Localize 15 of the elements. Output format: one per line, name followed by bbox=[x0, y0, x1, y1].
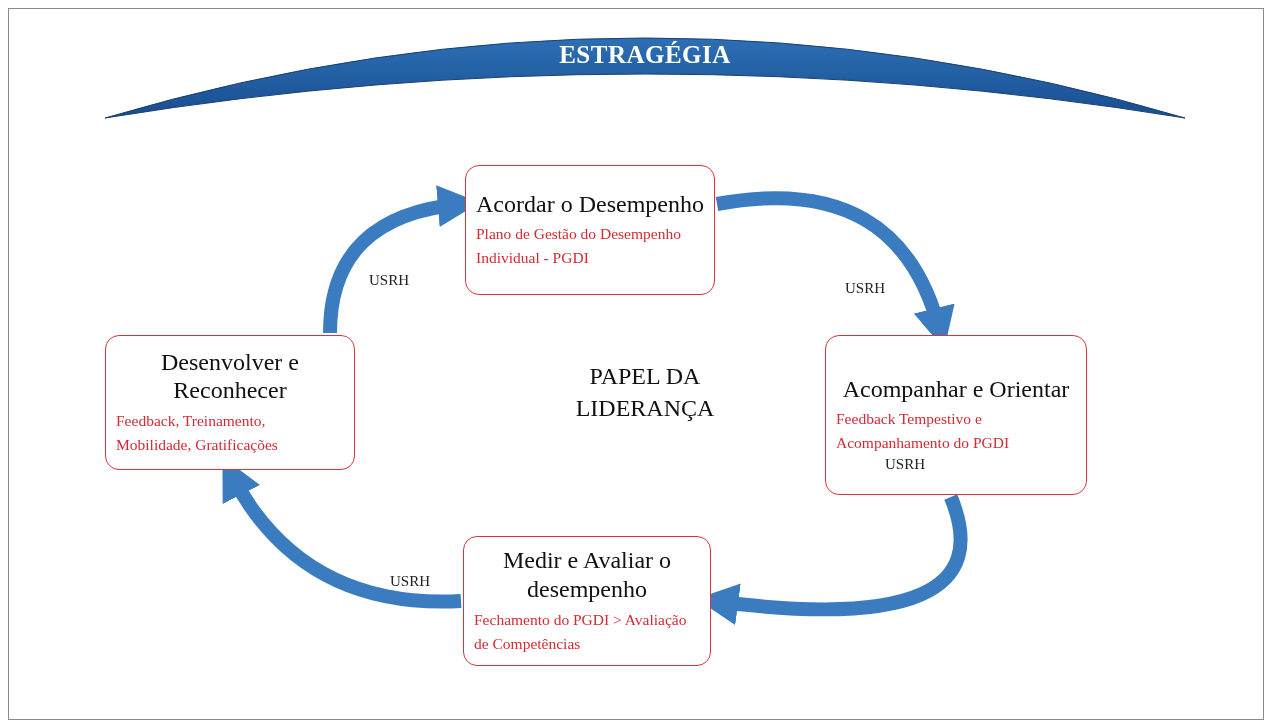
box-heading: Acordar o Desempenho bbox=[476, 189, 704, 219]
process-box bbox=[463, 536, 711, 666]
arc-banner bbox=[105, 36, 1185, 120]
box-description: Feedback Tempestivo e Acompanhamento do PGDI bbox=[836, 409, 1011, 454]
box-description: Plano de Gestão do Desempenho Individual - PGDI bbox=[476, 224, 682, 269]
box-description: Fechamento do PGDI > Avaliação de Competências bbox=[474, 609, 688, 654]
process-box bbox=[465, 165, 715, 295]
box-heading: Medir e Avaliar o desempenho bbox=[501, 546, 673, 604]
process-box bbox=[105, 335, 355, 470]
banner-title: ESTRAGÉGIA bbox=[559, 41, 731, 69]
center-label: PAPEL DA LIDERANÇA bbox=[574, 362, 716, 424]
box-description: Feedback, Treinamento, Mobilidade, Gratificações bbox=[116, 411, 279, 456]
box-heading: Desenvolver e Reconhecer bbox=[160, 347, 300, 406]
box-heading: Acompanhar e Orientar bbox=[842, 374, 1070, 404]
process-box bbox=[825, 335, 1087, 495]
